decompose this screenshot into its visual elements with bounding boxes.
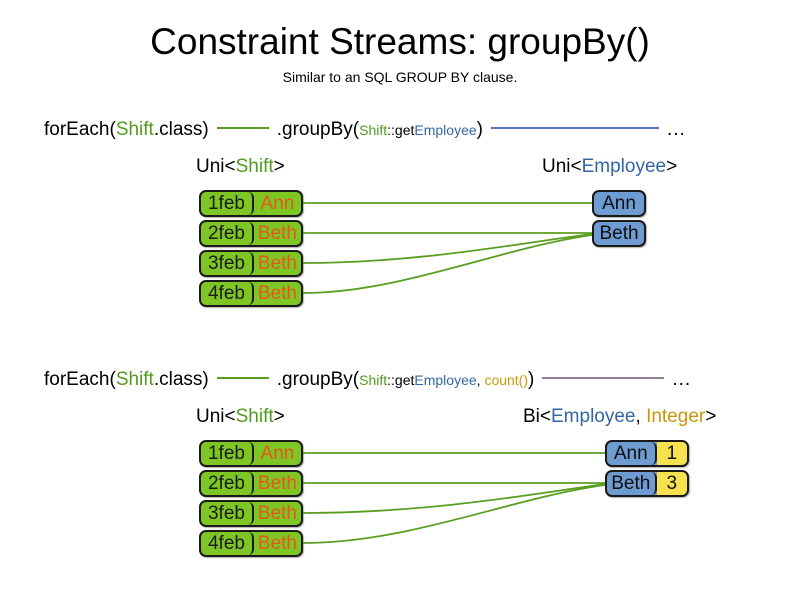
for-each-prefix: forEach(	[44, 119, 116, 140]
employee-box[interactable]: Beth	[592, 220, 646, 247]
shift-employee-name: Beth	[257, 473, 297, 494]
pipeline-groupby-count: forEach(Shift.class).groupBy(Shift::getE…	[44, 368, 691, 392]
type-param: Employee	[581, 156, 667, 177]
type-label-right-bi-employee-integer: Bi<Employee, Integer>	[523, 405, 716, 429]
type-param-2: Integer	[646, 406, 706, 427]
type-param: Shift	[235, 156, 274, 177]
type-label-right-uni-employee: Uni<Employee>	[542, 155, 677, 179]
shift-box[interactable]: 4feb Beth	[199, 280, 303, 307]
shift-box[interactable]: 1feb Ann	[199, 440, 303, 467]
group-by-suffix: )	[476, 119, 483, 140]
shift-date: 1feb	[201, 442, 254, 465]
mapper-property: Employee	[414, 122, 477, 138]
connector-groupby-to-output	[542, 376, 665, 379]
shift-date: 3feb	[201, 502, 254, 525]
collector-count: count()	[484, 372, 529, 388]
shift-date: 1feb	[201, 192, 254, 215]
link-shift-to-employee	[302, 234, 593, 294]
employee-box[interactable]: Ann	[592, 190, 646, 217]
type-prefix: Uni<	[196, 406, 236, 427]
shift-employee-name: Ann	[260, 193, 295, 214]
shift-box[interactable]: 4feb Beth	[199, 530, 303, 557]
connector-foreach-to-groupby	[216, 126, 269, 129]
shift-box[interactable]: 1feb Ann	[199, 190, 303, 217]
type-label-left-uni-shift: Uni<Shift>	[196, 405, 285, 429]
type-param: Shift	[235, 406, 274, 427]
pipeline-ellipsis: ...	[666, 119, 686, 140]
for-each-prefix: forEach(	[44, 369, 116, 390]
type-separator: ,	[635, 406, 647, 427]
group-by-prefix: .groupBy(	[276, 119, 360, 140]
shift-date: 4feb	[201, 532, 254, 555]
shift-date: 4feb	[201, 282, 254, 305]
employee-name: Ann	[607, 442, 657, 465]
shift-employee-name: Beth	[257, 283, 297, 304]
shift-box[interactable]: 3feb Beth	[199, 500, 303, 527]
type-prefix: Bi<	[523, 406, 551, 427]
group-by-suffix: )	[528, 369, 535, 390]
page-title: Constraint Streams: groupBy()	[150, 21, 650, 62]
mapper-comma: ,	[476, 372, 485, 388]
type-prefix: Uni<	[542, 156, 582, 177]
shift-employee-name: Beth	[257, 253, 297, 274]
employee-count: 3	[656, 472, 687, 495]
shift-employee-name: Beth	[257, 533, 297, 554]
pipeline-ellipsis: ...	[672, 369, 692, 390]
for-each-type: Shift	[115, 119, 154, 140]
pipeline-groupby-simple: forEach(Shift.class).groupBy(Shift::getE…	[44, 118, 686, 142]
mapper-owner: Shift	[359, 372, 388, 388]
type-prefix: Uni<	[196, 156, 236, 177]
link-shift-to-employee-count	[302, 484, 606, 544]
shift-box[interactable]: 2feb Beth	[199, 220, 303, 247]
shift-date: 3feb	[201, 252, 254, 275]
shift-employee-name: Ann	[260, 443, 295, 464]
shift-employee-name: Beth	[257, 503, 297, 524]
link-shift-to-employee	[302, 233, 593, 264]
link-shift-to-employee-count	[302, 483, 606, 514]
type-param: Employee	[551, 406, 636, 427]
employee-name: Beth	[607, 472, 657, 495]
page-subtitle: Similar to an SQL GROUP BY clause.	[282, 69, 518, 85]
type-suffix: >	[273, 156, 285, 177]
employee-name: Ann	[602, 193, 636, 214]
group-by-prefix: .groupBy(	[276, 369, 360, 390]
shift-date: 2feb	[201, 222, 254, 245]
employee-name: Beth	[599, 223, 639, 244]
shift-box[interactable]: 2feb Beth	[199, 470, 303, 497]
mapper-property: Employee	[414, 372, 477, 388]
mapper-separator: ::get	[387, 372, 415, 388]
employee-count-box[interactable]: Ann 1	[605, 440, 689, 467]
employee-count: 1	[656, 442, 687, 465]
type-suffix: >	[273, 406, 285, 427]
mapper-separator: ::get	[387, 122, 415, 138]
connector-foreach-to-groupby	[216, 376, 269, 379]
shift-date: 2feb	[201, 472, 254, 495]
employee-count-box[interactable]: Beth 3	[605, 470, 689, 497]
mapper-owner: Shift	[359, 122, 388, 138]
for-each-suffix: .class)	[153, 369, 209, 390]
type-label-left-uni-shift: Uni<Shift>	[196, 155, 285, 179]
for-each-type: Shift	[115, 369, 154, 390]
type-suffix: >	[666, 156, 678, 177]
shift-employee-name: Beth	[257, 223, 297, 244]
type-suffix: >	[705, 406, 717, 427]
for-each-suffix: .class)	[153, 119, 209, 140]
connector-groupby-to-output	[490, 126, 659, 129]
shift-box[interactable]: 3feb Beth	[199, 250, 303, 277]
